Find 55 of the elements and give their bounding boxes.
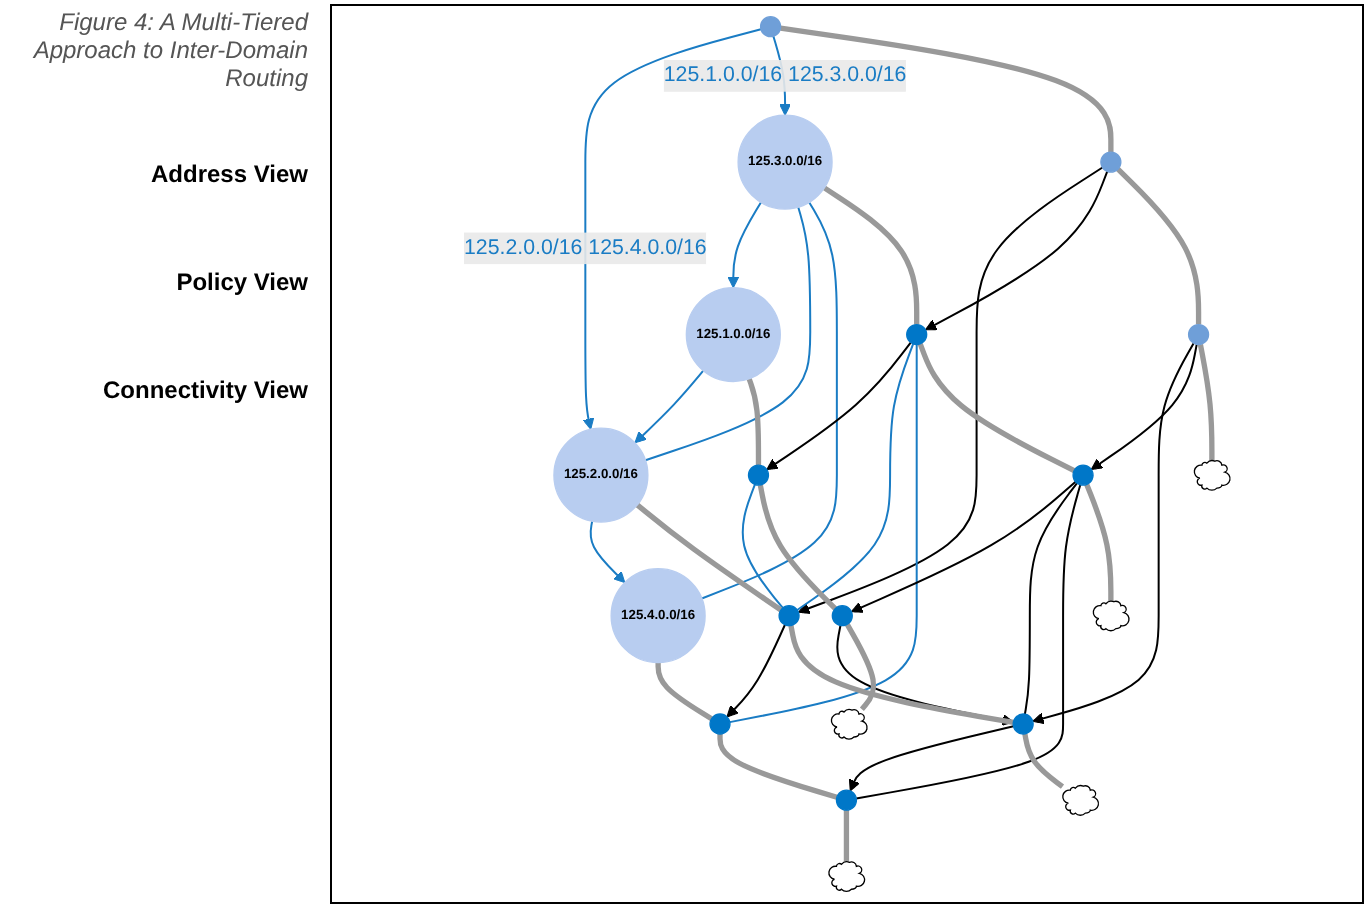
arrow xyxy=(924,170,1109,331)
arrow xyxy=(1090,343,1198,470)
arrow xyxy=(726,623,786,718)
connector xyxy=(796,342,915,611)
connector xyxy=(655,662,713,722)
connector xyxy=(855,483,1082,800)
arrow xyxy=(850,480,1077,613)
connector xyxy=(1023,482,1079,716)
connector xyxy=(822,185,920,325)
node-circle xyxy=(1072,464,1094,486)
connector xyxy=(746,377,762,466)
connector xyxy=(741,483,784,609)
node-cloud xyxy=(1062,785,1100,816)
figure-caption: Figure 4: A Multi-Tiered Approach to Inter-Domain Routing xyxy=(31,8,308,92)
node-circle xyxy=(1187,323,1210,346)
connector xyxy=(780,25,1114,153)
edge-label: 125.2.0.0/16 125.4.0.0/16 xyxy=(463,236,707,259)
node-cloud xyxy=(1193,460,1231,491)
connector xyxy=(644,206,812,462)
arrow xyxy=(797,166,1104,614)
arrow xyxy=(1032,342,1195,725)
arrow xyxy=(589,520,626,584)
arrow xyxy=(727,201,762,289)
connector xyxy=(728,343,918,724)
node-circle xyxy=(1100,151,1122,173)
connector xyxy=(717,734,838,800)
node-circle xyxy=(747,464,770,486)
connector xyxy=(757,484,838,611)
connector xyxy=(635,502,783,613)
arrow xyxy=(766,341,912,471)
node-cloud xyxy=(828,861,866,892)
node-circle xyxy=(759,16,782,38)
node-circle xyxy=(1012,713,1034,735)
connector xyxy=(1022,733,1065,789)
connector xyxy=(1084,483,1114,601)
node-circle xyxy=(778,605,800,627)
layer-label: Address View xyxy=(149,160,308,188)
connector xyxy=(844,623,877,711)
arrow xyxy=(634,369,705,444)
node-cloud xyxy=(1092,600,1130,632)
arrow xyxy=(582,28,762,430)
connector xyxy=(700,201,838,600)
arrow xyxy=(848,725,1015,792)
edge-label: 125.1.0.0/16 125.3.0.0/16 xyxy=(663,63,907,87)
node-circle xyxy=(835,789,858,811)
connector xyxy=(917,342,1076,474)
node-circle xyxy=(709,713,731,735)
node-circle xyxy=(906,323,928,346)
node-circle xyxy=(831,605,853,627)
connector xyxy=(1116,167,1202,325)
connector xyxy=(1197,343,1215,461)
node-cloud xyxy=(830,708,868,740)
layer-label: Policy View xyxy=(174,268,308,296)
connector xyxy=(843,810,850,862)
layer-label: Connectivity View xyxy=(101,376,308,404)
